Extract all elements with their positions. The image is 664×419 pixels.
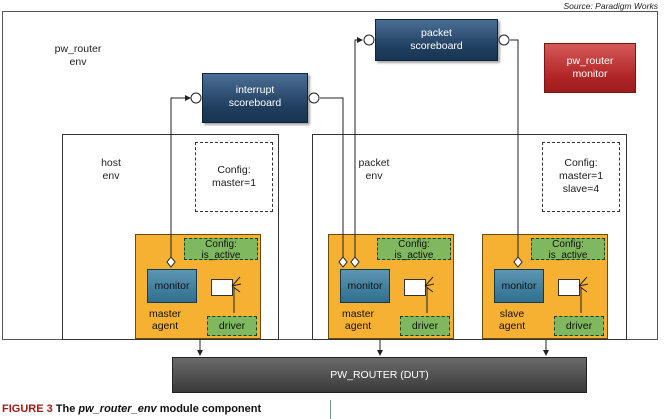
pw-router-env-label: pw_router env (54, 43, 102, 68)
packet-slave-agent: Config: is_active monitor slave agent dr… (482, 234, 608, 339)
sequencer-icon (404, 279, 426, 296)
packet-env-label: packet env (358, 157, 390, 182)
interrupt-scoreboard: interrupt scoreboard (202, 73, 308, 123)
host-env-label: host env (101, 157, 121, 182)
host-env-config: Config: master=1 (195, 142, 273, 212)
agent-config: Config: is_active (184, 238, 258, 261)
sequencer-icon (558, 279, 580, 296)
agent-config: Config: is_active (377, 238, 451, 261)
packet-port-right (498, 34, 510, 46)
interrupt-port-right (308, 92, 320, 104)
packet-monitor-to-packet-sb-line (354, 37, 363, 262)
packet-monitor-to-interrupt-line (320, 97, 344, 262)
packet-master-agent: Config: is_active monitor master agent d… (328, 234, 454, 339)
agent-label: master agent (341, 308, 375, 332)
slave-monitor-to-packet-sb-line (510, 39, 519, 262)
host-master-agent: Config: is_active monitor master agent d… (135, 234, 261, 339)
agent-label: master agent (148, 308, 182, 332)
agent-monitor: monitor (494, 269, 544, 303)
dut-block: PW_ROUTER (DUT) (172, 357, 587, 393)
agent-driver: driver (554, 316, 604, 336)
packet-port-left (363, 34, 375, 46)
sequencer-icon (211, 279, 233, 296)
agent-config: Config: is_active (531, 238, 605, 261)
slave-monitor-port (513, 256, 523, 268)
pw-router-monitor: pw_router monitor (544, 43, 636, 93)
source-credit: Source: Paradigm Works (563, 1, 658, 11)
agent-monitor: monitor (340, 269, 390, 303)
packet-scoreboard: packet scoreboard (375, 19, 498, 61)
host-monitor-port (166, 256, 176, 268)
caption-divider (330, 400, 331, 419)
packet-env-config: Config: master=1 slave=4 (542, 142, 620, 212)
packet-monitor-port-b (350, 256, 360, 268)
agent-driver: driver (207, 316, 257, 336)
packet-monitor-port-a (338, 256, 348, 268)
host-monitor-to-interrupt-line (170, 95, 191, 262)
agent-label: slave agent (498, 308, 526, 332)
interrupt-port-left (190, 92, 202, 104)
agent-monitor: monitor (147, 269, 197, 303)
agent-driver: driver (400, 316, 450, 336)
figure-caption: FIGURE 3 The pw_router_env module compon… (2, 403, 262, 415)
